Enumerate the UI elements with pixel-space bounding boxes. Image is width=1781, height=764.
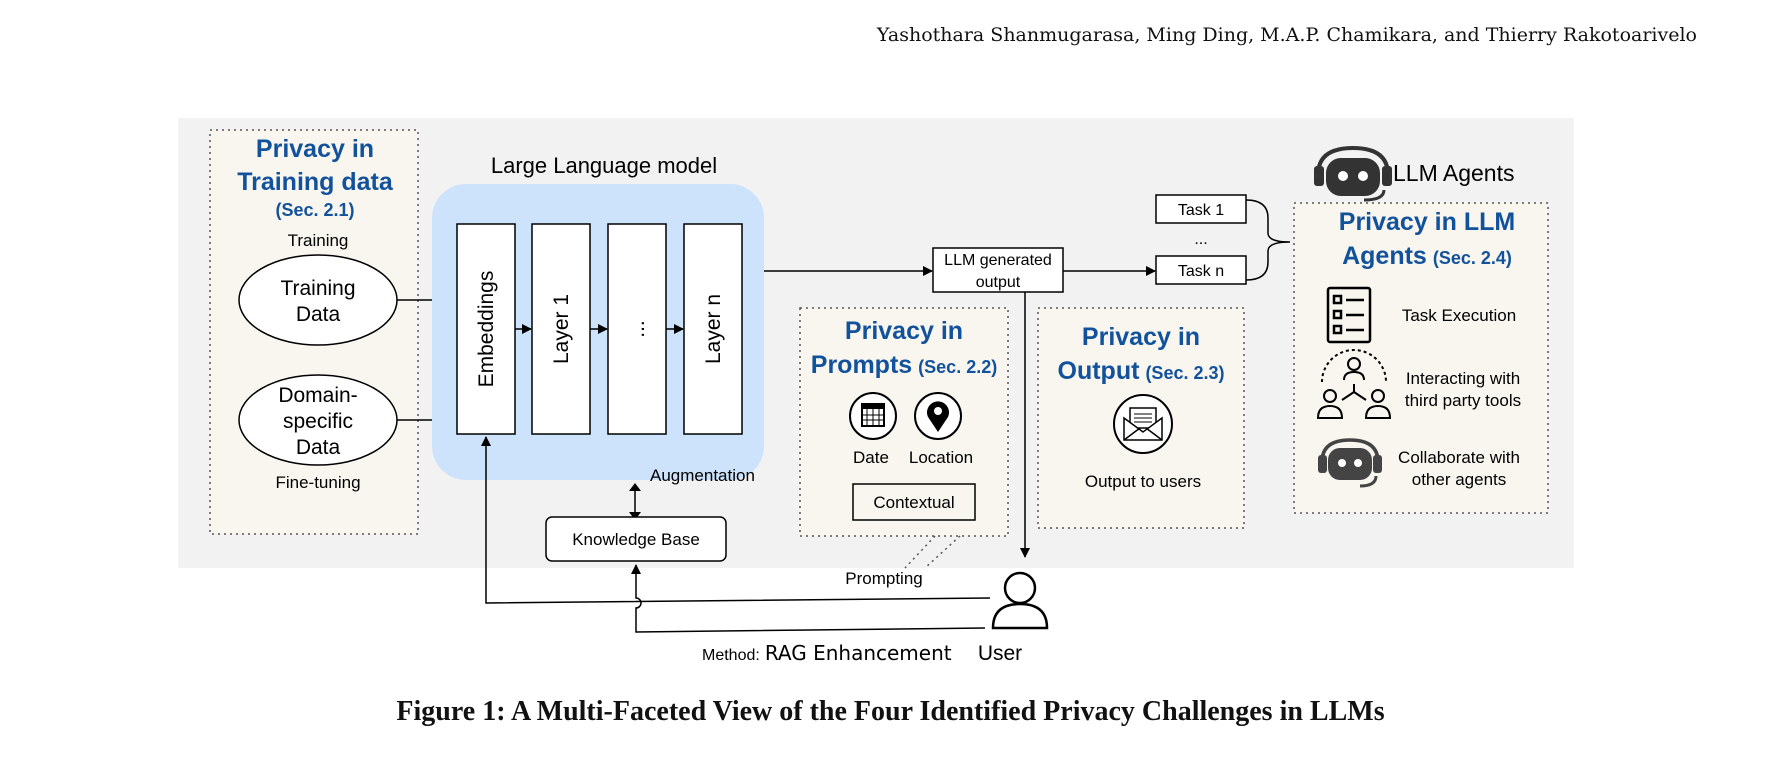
figure-caption: Figure 1: A Multi-Faceted View of the Fo…: [396, 696, 1385, 727]
agents-title-line2-group: Agents (Sec. 2.4): [1342, 242, 1512, 270]
agent-item-2-line1: Interacting with: [1406, 369, 1520, 388]
layer-n-label: Layer n: [702, 294, 725, 364]
training-data-ellipse: [238, 254, 398, 346]
llm-output-box: [932, 247, 1064, 293]
agents-title-line2: Agents: [1342, 242, 1427, 270]
agents-section: (Sec. 2.4): [1433, 248, 1512, 268]
contextual-box: [852, 483, 976, 521]
domain-data-line2: specific: [283, 410, 353, 433]
agent-item-3-line1: Collaborate with: [1398, 448, 1520, 467]
layer-embeddings-box: [456, 223, 516, 435]
knowledge-base-label: Knowledge Base: [572, 530, 700, 549]
contextual-label: Contextual: [873, 493, 954, 512]
tasks-brace: [1245, 199, 1291, 281]
prompts-section: (Sec. 2.2): [918, 357, 997, 377]
layer-ellipsis-box: [607, 223, 667, 435]
agent-item-3-line2: other agents: [1412, 470, 1507, 489]
output-title-line2: Output: [1058, 357, 1141, 385]
layer-ellipsis-label: ...: [626, 320, 649, 338]
llm-title: Large Language model: [491, 153, 717, 178]
prompts-title-line2: Prompts: [811, 351, 912, 379]
output-title-line1: Privacy in: [1082, 323, 1200, 351]
knowledge-base-box: [545, 516, 727, 562]
output-to-users-label: Output to users: [1085, 472, 1201, 491]
prompts-title-line1: Privacy in: [845, 317, 963, 345]
finetuning-label: Fine-tuning: [275, 473, 360, 492]
user-icon: [991, 571, 1049, 630]
checklist-icon: [1326, 286, 1372, 344]
method-prefix: Method:: [702, 647, 760, 664]
llm-output-line1: LLM generated: [944, 252, 1052, 269]
agents-header-robot-icon: [1314, 145, 1392, 202]
method-name: RAG Enhancement: [765, 641, 952, 665]
user-label: User: [978, 642, 1022, 665]
training-data-line1: Training: [280, 277, 355, 300]
task-n-label: Task n: [1178, 263, 1224, 280]
agents-title-line1: Privacy in LLM: [1339, 208, 1515, 236]
third-party-tools-icon: [1316, 349, 1392, 419]
prompts-date-label: Date: [853, 448, 889, 467]
task-1-label: Task 1: [1178, 202, 1224, 219]
domain-data-line1: Domain-: [278, 384, 357, 407]
prompts-callout-tail: [904, 535, 961, 569]
rag-method-label: Method: RAG Enhancement: [702, 641, 952, 665]
task-ellipsis: ...: [1194, 231, 1207, 248]
prompts-location-label: Location: [909, 448, 973, 467]
agent-item-1-line1: Task Execution: [1402, 306, 1516, 325]
layer-n-box: [683, 223, 743, 435]
output-section: (Sec. 2.3): [1145, 363, 1224, 383]
training-label: Training: [288, 231, 349, 250]
training-title-line1: Privacy in: [256, 135, 374, 163]
training-data-line2: Data: [296, 303, 341, 326]
calendar-icon: [849, 392, 897, 440]
agent-item-2-line2: third party tools: [1405, 391, 1521, 410]
email-envelope-icon: [1113, 394, 1173, 454]
training-section: (Sec. 2.1): [275, 200, 354, 220]
prompts-title-line2-group: Prompts (Sec. 2.2): [811, 351, 997, 379]
layer-1-box: [531, 223, 591, 435]
layer-embeddings-label: Embeddings: [475, 271, 498, 388]
training-title-line2: Training data: [237, 168, 394, 196]
task-1-box: [1155, 194, 1247, 224]
augmentation-label: Augmentation: [650, 466, 755, 485]
collaborate-robot-icon: [1318, 438, 1382, 488]
layer-1-label: Layer 1: [550, 294, 573, 364]
rag-return-line: [631, 564, 986, 633]
output-title-line2-group: Output(Sec. 2.3): [1058, 357, 1225, 385]
task-n-box: [1155, 255, 1247, 285]
location-pin-icon: [914, 392, 962, 440]
llm-output-line2: output: [976, 274, 1021, 291]
prompting-label: Prompting: [845, 569, 922, 588]
paper-header-authors: Yashothara Shanmugarasa, Ming Ding, M.A.…: [876, 24, 1697, 46]
agents-header: LLM Agents: [1393, 160, 1514, 186]
prompting-return-line: [481, 436, 991, 604]
augmentation-arrowheads: [629, 483, 641, 520]
domain-data-line3: Data: [296, 436, 341, 459]
